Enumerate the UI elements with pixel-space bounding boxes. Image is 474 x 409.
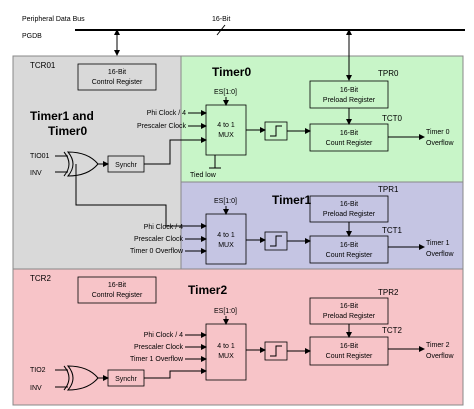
- timer2-es-label: ES[1:0]: [214, 308, 237, 315]
- timer1-count-line1: 16-Bit: [340, 242, 358, 249]
- timer1-tpr: TPR1: [378, 185, 399, 194]
- sync-2-label: Synchr: [115, 376, 137, 383]
- timer0-tct: TCT0: [382, 114, 403, 123]
- timer1-in2: Prescaler Clock: [134, 236, 184, 243]
- timer0-tpr: TPR0: [378, 69, 399, 78]
- timer1-mux-line1: 4 to 1: [217, 232, 235, 239]
- tcr01-title-line1: Timer1 and: [30, 109, 94, 123]
- sync2-to-mux2: [144, 368, 207, 379]
- timer2-tct: TCT2: [382, 326, 403, 335]
- tcr2-reg-line1: 16-Bit: [108, 282, 126, 289]
- sync01-to-mux0: [144, 137, 207, 165]
- timer2-mux-line2: MUX: [218, 353, 234, 360]
- tio01-label: TIO01: [30, 153, 50, 160]
- timer2-count-line1: 16-Bit: [340, 343, 358, 350]
- timer2-in2: Prescaler Clock: [134, 344, 184, 351]
- timer1-out-line1: Timer 1: [426, 240, 450, 247]
- timer2-out-line1: Timer 2: [426, 342, 450, 349]
- timer0-preload-line2: Preload Register: [323, 97, 376, 104]
- timer1-edge-icon: [270, 235, 282, 247]
- timer0-out-line2: Overflow: [426, 140, 455, 147]
- timer1-count-line2: Count Register: [326, 252, 373, 259]
- xor-gate-01: [66, 151, 99, 177]
- timer2-preload-line1: 16-Bit: [340, 303, 358, 310]
- timer0-mux-line2: MUX: [218, 132, 234, 139]
- region-timer0: [180, 55, 464, 183]
- timer1-mux: [205, 213, 247, 265]
- timer1-mux-line2: MUX: [218, 242, 234, 249]
- timer2-in3: Timer 1 Overflow: [130, 356, 184, 363]
- xor-gate-2: [66, 365, 99, 391]
- timer2-mux: [205, 323, 247, 381]
- timer1-in3: Timer 0 Overflow: [130, 248, 184, 255]
- timer0-in2: Prescaler Clock: [137, 123, 187, 130]
- region-timer1: [180, 181, 464, 270]
- tio01-to-mux1: [75, 164, 207, 229]
- sync-01-label: Synchr: [115, 162, 137, 169]
- timer0-edge-icon: [270, 125, 282, 137]
- timer0-mux-line1: 4 to 1: [217, 122, 235, 129]
- bus-width-label: 16-Bit: [212, 16, 230, 23]
- timer2-in1: Phi Clock / 4: [144, 332, 183, 339]
- timer1-count-register: [309, 235, 389, 264]
- timer0-es-label: ES[1:0]: [214, 89, 237, 96]
- timer2-tpr: TPR2: [378, 288, 399, 297]
- timer1-out-line2: Overflow: [426, 251, 455, 258]
- tcr2-reg-line2: Control Register: [92, 292, 143, 299]
- timer0-count-line1: 16-Bit: [340, 130, 358, 137]
- timer2-count-line2: Count Register: [326, 353, 373, 360]
- timer0-count-line2: Count Register: [326, 140, 373, 147]
- timer2-out-line2: Overflow: [426, 353, 455, 360]
- timer2-edge-icon: [270, 345, 282, 357]
- tcr2-label: TCR2: [30, 274, 51, 283]
- bus-abbr: PGDB: [22, 33, 42, 40]
- timer1-preload-line1: 16-Bit: [340, 201, 358, 208]
- tcr01-title-line2: Timer0: [48, 124, 87, 138]
- timer1-es-label: ES[1:0]: [214, 198, 237, 205]
- timer2-count-register: [309, 336, 389, 366]
- tcr2-control-register: [77, 276, 157, 304]
- tcr01-reg-line1: 16-Bit: [108, 69, 126, 76]
- timer1-preload-line2: Preload Register: [323, 211, 376, 218]
- timer1-in1: Phi Clock / 4: [144, 224, 183, 231]
- timer0-out-line1: Timer 0: [426, 129, 450, 136]
- timer0-in1: Phi Clock / 4: [147, 110, 186, 117]
- timer2-mux-line1: 4 to 1: [217, 343, 235, 350]
- timer1-title: Timer1: [272, 193, 311, 207]
- tio2-label: TIO2: [30, 367, 46, 374]
- xor-gate-2-back: [63, 365, 70, 391]
- tcr01-label: TCR01: [30, 61, 56, 70]
- timer2-preload-line2: Preload Register: [323, 313, 376, 320]
- timer0-preload-line1: 16-Bit: [340, 87, 358, 94]
- xor-gate-01-back: [63, 151, 70, 177]
- inv2-label: INV: [30, 385, 42, 392]
- timer0-title: Timer0: [212, 65, 251, 79]
- bus-name: Peripheral Data Bus: [22, 16, 85, 23]
- inv01-label: INV: [30, 170, 42, 177]
- tcr01-control-register: [77, 63, 157, 91]
- timer1-tct: TCT1: [382, 226, 403, 235]
- timer0-tied-low: Tied low: [190, 172, 217, 179]
- bus-width-slash: [216, 24, 226, 36]
- tcr01-reg-line2: Control Register: [92, 79, 143, 86]
- timer2-title: Timer2: [188, 283, 227, 297]
